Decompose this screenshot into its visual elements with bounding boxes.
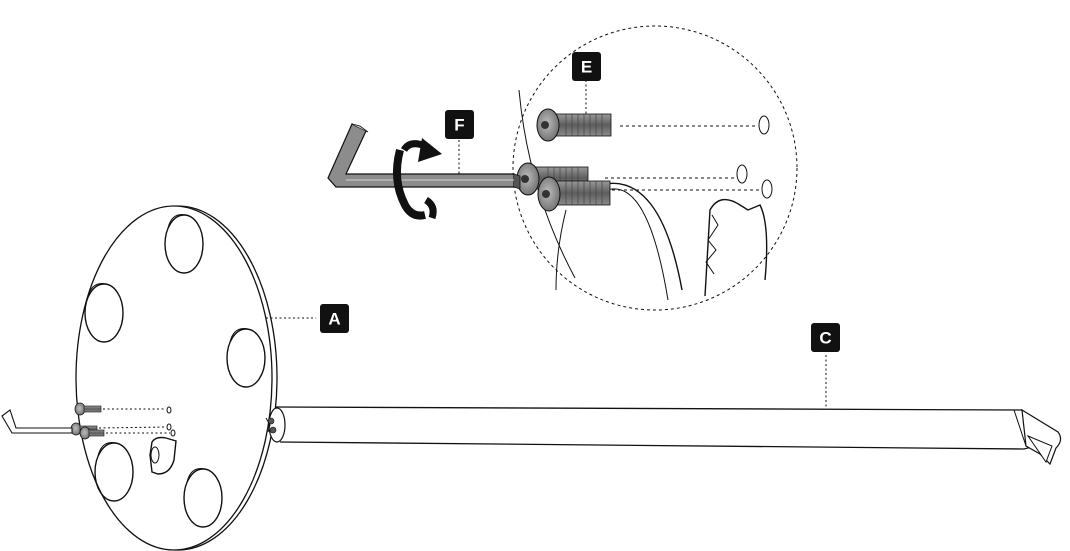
foot-pad	[94, 442, 134, 502]
clockwise-rotate-arrow-icon	[392, 138, 442, 220]
label-a-text: A	[328, 310, 340, 329]
mount-bracket	[149, 436, 177, 475]
label-e-text: E	[581, 58, 592, 77]
foot-pad	[84, 283, 124, 343]
allen-key-icon	[327, 123, 521, 190]
detail-callout	[512, 25, 798, 311]
foot-pad	[226, 328, 266, 388]
bolt-icon	[79, 426, 105, 440]
label-c: C	[811, 323, 840, 352]
label-c-text: C	[819, 329, 831, 348]
base-plate	[75, 205, 278, 551]
bolt-icon	[536, 108, 612, 142]
foot-pad	[183, 468, 223, 528]
bolt-icon	[74, 402, 102, 416]
foot-pad	[164, 214, 204, 274]
label-f-text: F	[454, 116, 464, 135]
pole	[265, 406, 1062, 466]
label-f: F	[445, 110, 474, 139]
bolt-icon	[537, 176, 611, 212]
allen-key-icon	[1, 409, 73, 434]
label-e: E	[572, 52, 601, 81]
label-a: A	[320, 304, 349, 333]
